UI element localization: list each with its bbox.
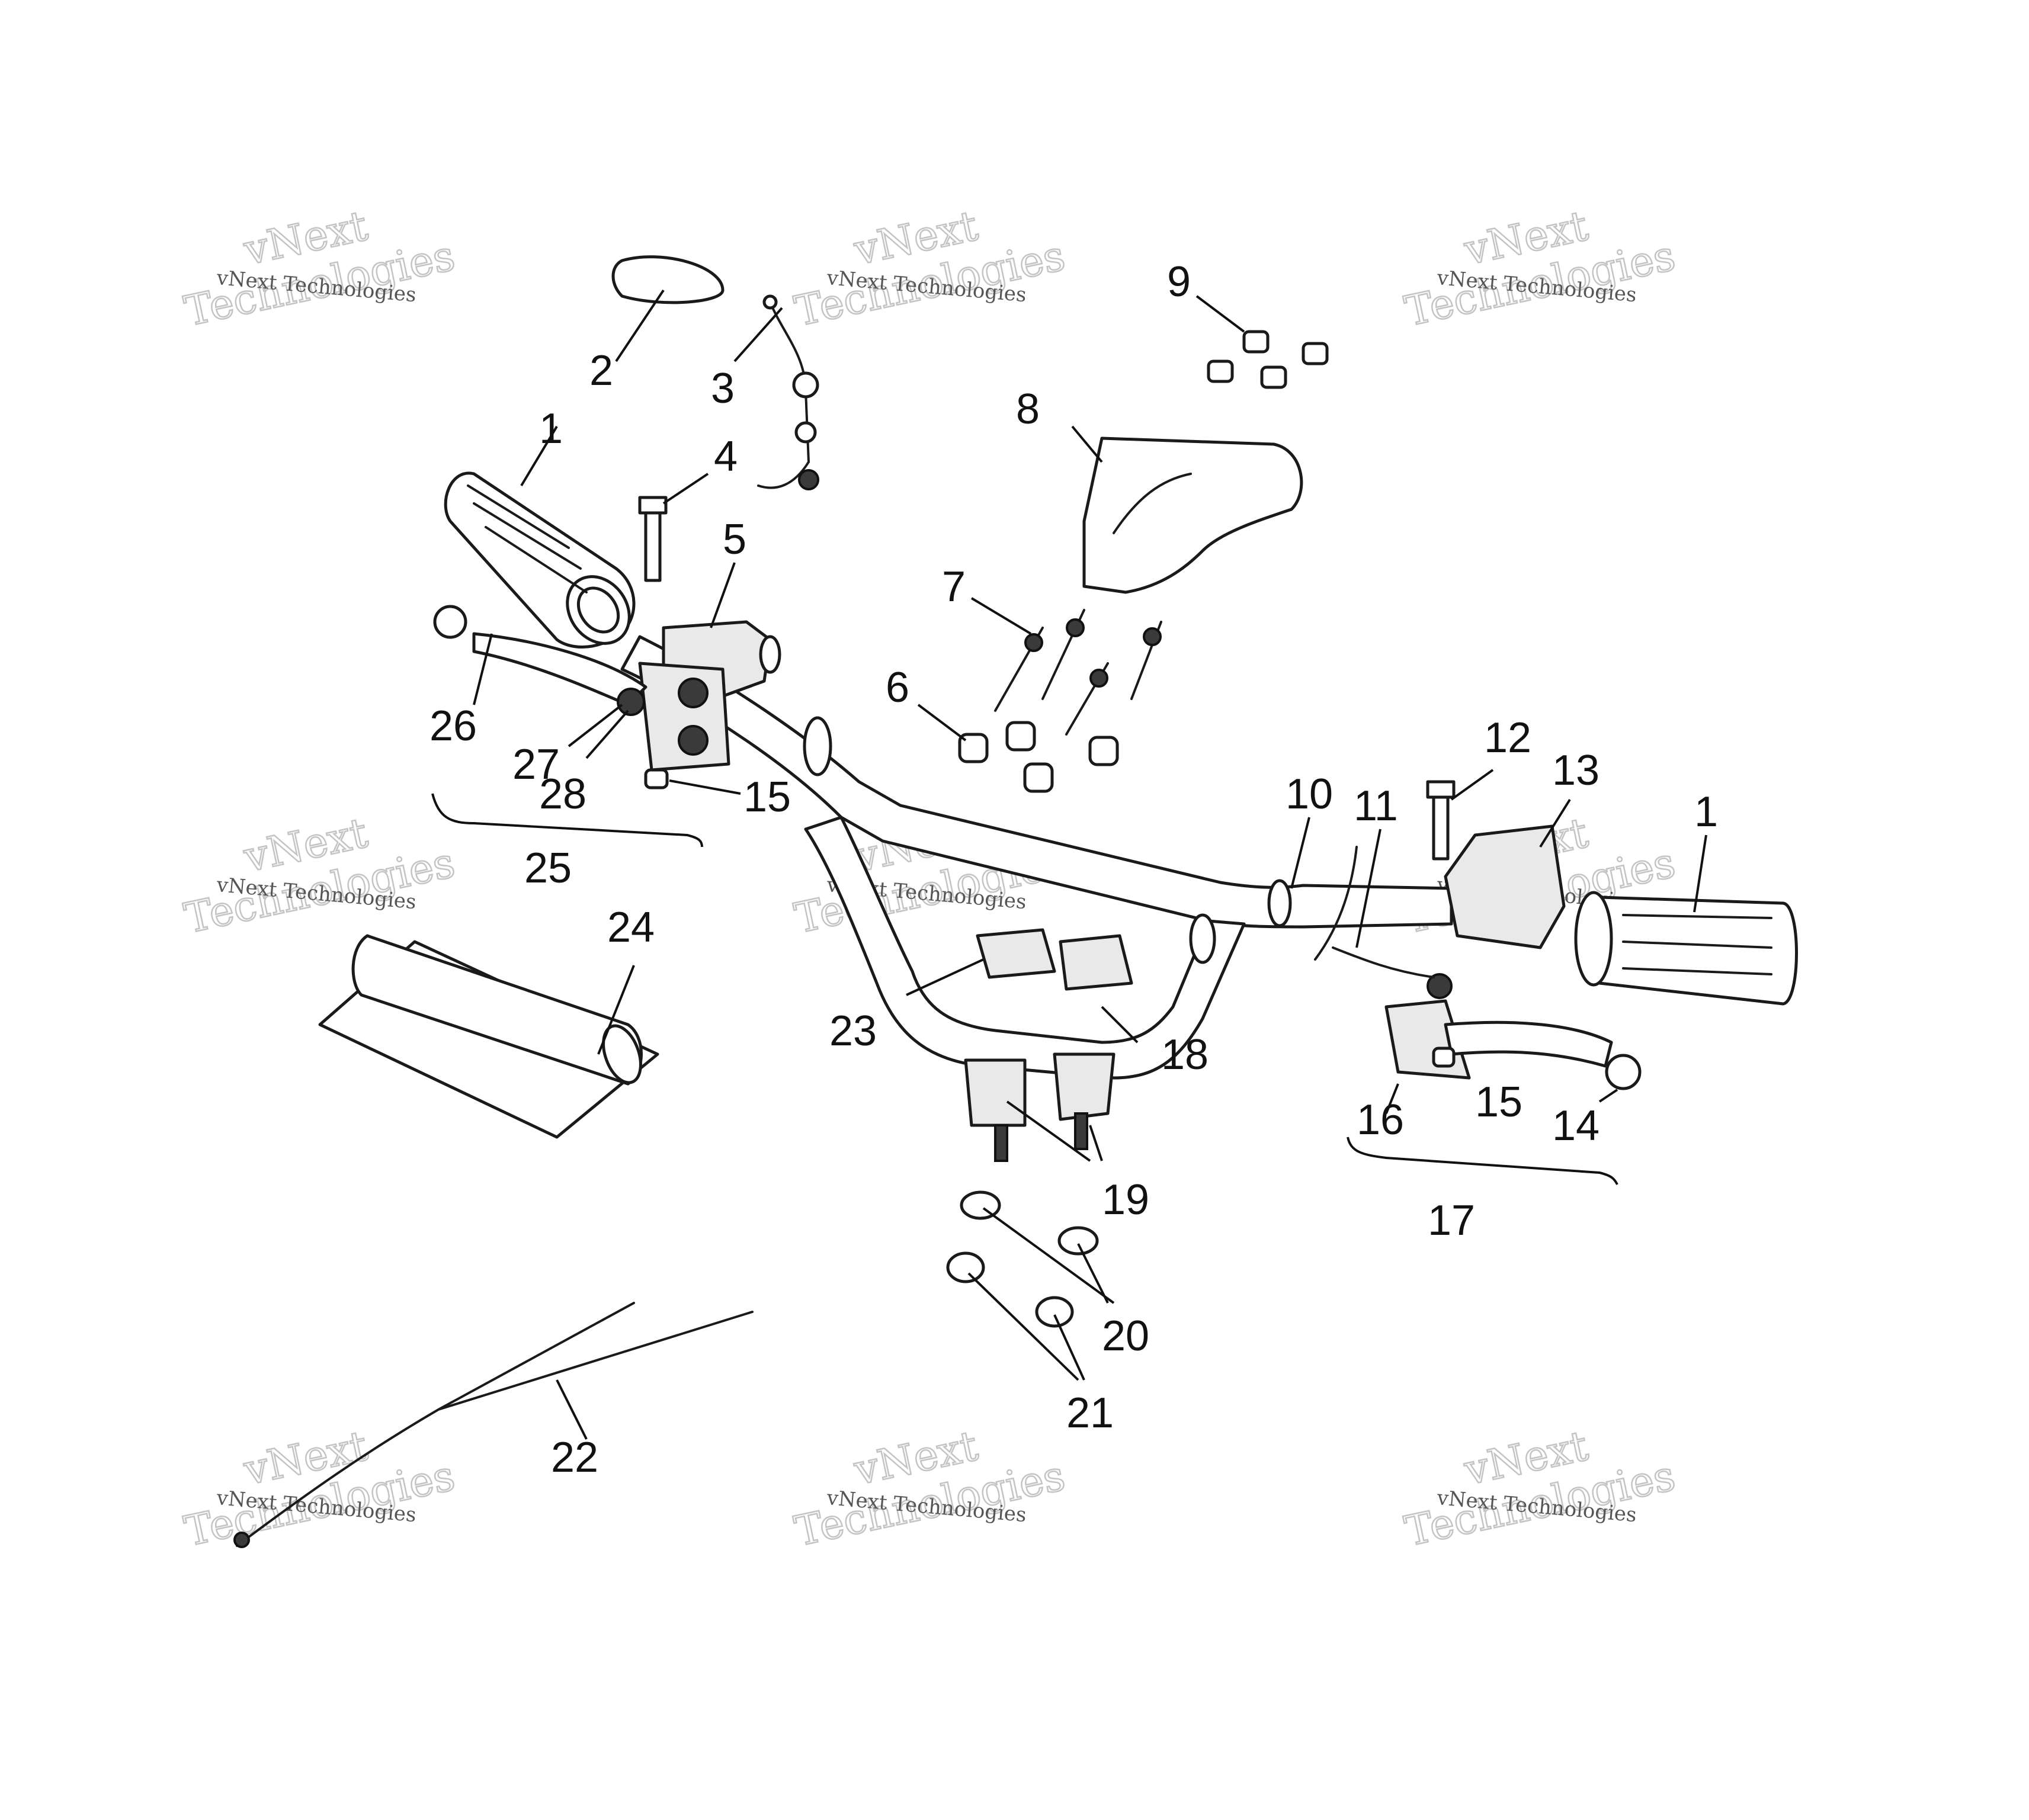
- handlebar: [620, 635, 1453, 1080]
- part-22-cable: [233, 1302, 754, 1548]
- callout-24: 24: [607, 904, 655, 951]
- part-6-bushings: [958, 721, 1119, 793]
- watermark-bottom-left: vNext Technologies: [179, 1421, 460, 1557]
- callout-23: 23: [829, 1007, 877, 1055]
- callout-26: 26: [429, 702, 477, 750]
- watermark-bottom-center: vNext Technologies: [790, 1421, 1070, 1557]
- callouts: 1 2 3 4 5 6 7 8 9 10 11 12 13 1 14 15 15…: [429, 258, 1718, 1481]
- watermark-top-right: vNext Technologies: [1400, 201, 1680, 337]
- left-grip: [444, 471, 636, 649]
- callout-8: 8: [1016, 386, 1040, 433]
- callout-17: 17: [1428, 1197, 1475, 1244]
- callout-1-left: 1: [539, 405, 563, 452]
- callout-14: 14: [1552, 1102, 1600, 1150]
- part-15-nut-left: [644, 768, 669, 789]
- callout-19: 19: [1102, 1176, 1149, 1224]
- part-4-bolt: [638, 496, 668, 582]
- callout-6: 6: [886, 664, 909, 711]
- right-grip: [1574, 891, 1798, 1006]
- callout-1-right: 1: [1694, 788, 1718, 836]
- callout-15-left: 15: [743, 773, 791, 821]
- part-12-bolt: [1426, 780, 1456, 861]
- part-18-23-clamps: [976, 928, 1133, 991]
- part-15-nut-right: [1432, 1047, 1456, 1068]
- watermark-bottom-right: vNext Technologies: [1400, 1421, 1680, 1557]
- part-19-risers: [964, 1052, 1116, 1162]
- callout-22: 22: [551, 1434, 598, 1481]
- watermark-top-left: vNext Technologies: [179, 201, 460, 337]
- callout-15-right: 15: [1475, 1078, 1522, 1126]
- watermark-top-center: vNext Technologies: [790, 201, 1070, 337]
- part-20-washers: [960, 1190, 1099, 1256]
- part-24-pad: [318, 934, 659, 1139]
- callout-16: 16: [1357, 1096, 1404, 1144]
- callout-25: 25: [524, 845, 572, 892]
- callout-18: 18: [1161, 1031, 1209, 1078]
- callout-3: 3: [711, 365, 735, 412]
- part-7-studs: [994, 609, 1162, 736]
- callout-10: 10: [1286, 771, 1333, 818]
- callout-7: 7: [942, 563, 966, 611]
- part-3-key-switch: [757, 294, 819, 490]
- callout-9: 9: [1167, 258, 1191, 306]
- callout-28: 28: [539, 771, 586, 818]
- leader-lines: [431, 289, 1707, 1440]
- callout-5: 5: [723, 516, 746, 563]
- part-8-cover: [1082, 436, 1303, 594]
- part-2-hour-meter: [611, 255, 725, 304]
- callout-27: 27: [512, 741, 560, 788]
- callout-11: 11: [1354, 782, 1398, 830]
- part-9-nuts: [1207, 330, 1329, 389]
- callout-2: 2: [589, 347, 613, 394]
- callout-21: 21: [1066, 1389, 1114, 1437]
- watermark-mid-left: vNext Technologies: [179, 808, 460, 944]
- callout-12: 12: [1484, 714, 1531, 762]
- callout-13: 13: [1552, 747, 1600, 794]
- part-11-wire: [1314, 846, 1435, 978]
- part-21-nuts: [946, 1251, 1074, 1328]
- left-control-assembly: [433, 605, 781, 772]
- callout-4: 4: [714, 433, 738, 480]
- callout-20: 20: [1102, 1312, 1149, 1360]
